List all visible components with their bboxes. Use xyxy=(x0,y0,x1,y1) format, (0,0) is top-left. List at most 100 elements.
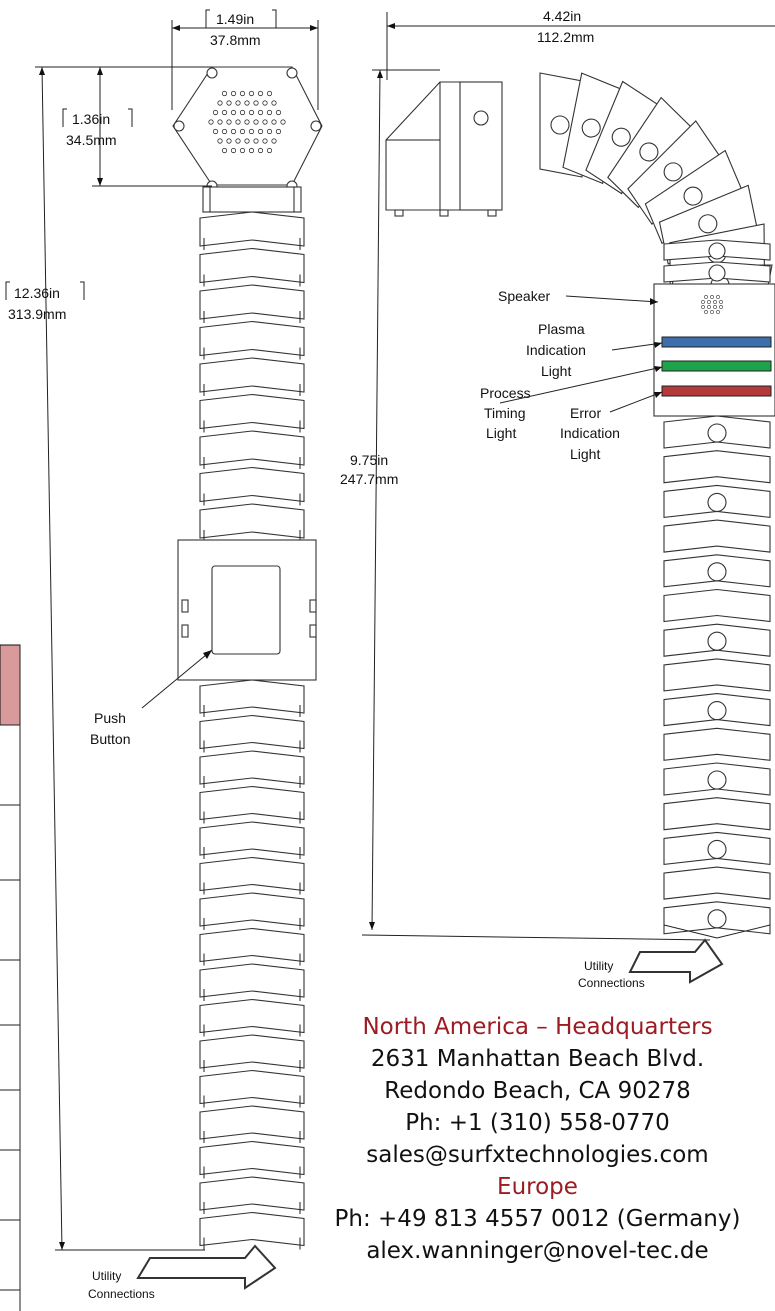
bent-unit xyxy=(385,72,775,939)
grill-hole xyxy=(226,100,232,106)
grill-hole xyxy=(262,119,268,125)
grill-hole xyxy=(271,138,277,144)
label-utility-right-1: Utility xyxy=(584,959,613,973)
grill-hole xyxy=(710,310,714,314)
chain-segment xyxy=(199,430,305,466)
contact-block: North America – Headquarters 2631 Manhat… xyxy=(300,1011,775,1267)
grill-hole xyxy=(253,138,259,144)
dim-bent-height-mm: 247.7mm xyxy=(340,471,398,487)
chain-segment xyxy=(199,284,305,320)
grill-hole xyxy=(230,147,237,154)
curved-segments xyxy=(539,72,773,308)
label-process-1: Process xyxy=(480,385,531,401)
grill-hole xyxy=(275,109,282,116)
chain-segment xyxy=(199,320,305,357)
grill-hole xyxy=(230,90,237,97)
chain-segment xyxy=(199,856,305,892)
dim-bent-width-in: 4.42in xyxy=(543,8,581,24)
chain-segment xyxy=(199,1176,305,1211)
grill-hole xyxy=(230,128,237,135)
dim-head-height-in: 1.36in xyxy=(72,111,110,127)
grill-hole xyxy=(217,119,223,125)
chain-segment xyxy=(199,1140,305,1176)
curved-segment xyxy=(607,96,693,209)
dim-head-width-mm: 37.8mm xyxy=(210,32,261,48)
label-speaker: Speaker xyxy=(498,288,550,304)
grill-hole xyxy=(253,119,259,125)
grill-hole xyxy=(239,147,246,154)
label-push-2: Button xyxy=(90,731,130,747)
chain-segment xyxy=(199,357,305,393)
chain-segment xyxy=(663,727,771,761)
chain-segment xyxy=(199,927,305,963)
grill-hole xyxy=(221,128,228,135)
grill-hole xyxy=(239,128,246,135)
chain-segment xyxy=(199,1034,305,1069)
chain-segment xyxy=(199,1069,305,1105)
chain-segment xyxy=(199,892,305,927)
grill-hole xyxy=(226,119,232,125)
grill-hole xyxy=(244,100,250,106)
grill-hole xyxy=(704,295,708,299)
dim-bent-width-mm: 112.2mm xyxy=(537,29,594,45)
label-process-3: Light xyxy=(486,425,516,441)
email-europe[interactable]: alex.wanninger@novel-tec.de xyxy=(366,1238,709,1264)
hq-title: North America – Headquarters xyxy=(362,1014,713,1040)
grill-hole xyxy=(262,138,268,144)
chain-segment xyxy=(199,1211,305,1247)
grill-hole xyxy=(248,128,255,135)
straight-unit xyxy=(172,66,323,1250)
speaker-grill-right xyxy=(701,295,723,314)
grill-hole xyxy=(230,109,237,116)
chain-segment xyxy=(199,1105,305,1140)
error-indication-light xyxy=(661,385,772,397)
chain-segment xyxy=(199,714,305,750)
callouts: Speaker Plasma Indication Light Process … xyxy=(88,288,724,1301)
grill-hole xyxy=(713,300,717,304)
push-button[interactable] xyxy=(211,565,281,655)
email-hq[interactable]: sales@surfxtechnologies.com xyxy=(366,1142,709,1168)
phone-hq: Ph: +1 (310) 558-0770 xyxy=(405,1110,670,1136)
dim-length-mm: 313.9mm xyxy=(8,306,66,322)
europe-title: Europe xyxy=(497,1174,578,1200)
grill-hole xyxy=(212,128,219,135)
grill-hole xyxy=(719,305,723,309)
grill-hole xyxy=(257,128,264,135)
chain-segment xyxy=(663,797,771,831)
grill-hole xyxy=(217,100,223,106)
grill-hole xyxy=(266,147,273,154)
grill-hole xyxy=(716,310,720,314)
phone-europe: Ph: +49 813 4557 0012 (Germany) xyxy=(334,1206,741,1232)
label-error-3: Light xyxy=(570,446,600,462)
partial-table xyxy=(0,644,21,1311)
chain-segment xyxy=(199,998,305,1034)
grill-hole xyxy=(266,128,273,135)
grill-hole xyxy=(701,305,705,309)
dim-bent-height-in: 9.75in xyxy=(350,452,388,468)
label-error-1: Error xyxy=(570,405,601,421)
grill-hole xyxy=(221,90,228,97)
grill-hole xyxy=(704,310,708,314)
dim-head-width-in: 1.49in xyxy=(216,11,254,27)
label-plasma-1: Plasma xyxy=(538,321,585,337)
plasma-indication-light xyxy=(661,336,772,348)
utility-arrow-left xyxy=(136,1244,277,1290)
grill-hole xyxy=(208,119,214,125)
grill-hole xyxy=(244,119,250,125)
dim-head-height-mm: 34.5mm xyxy=(66,132,117,148)
grill-hole xyxy=(239,90,246,97)
grill-hole xyxy=(716,295,720,299)
label-push-1: Push xyxy=(94,710,126,726)
label-plasma-2: Indication xyxy=(526,342,586,358)
grill-hole xyxy=(248,109,255,116)
label-plasma-3: Light xyxy=(541,363,571,379)
grill-hole xyxy=(710,295,714,299)
grill-hole xyxy=(271,119,277,125)
chain-segment xyxy=(663,519,771,553)
grill-hole xyxy=(701,300,705,304)
chain-segment xyxy=(199,785,305,821)
label-error-2: Indication xyxy=(560,425,620,441)
grill-hole xyxy=(266,109,273,116)
address-line-2: Redondo Beach, CA 90278 xyxy=(384,1078,691,1104)
grill-hole xyxy=(235,119,241,125)
